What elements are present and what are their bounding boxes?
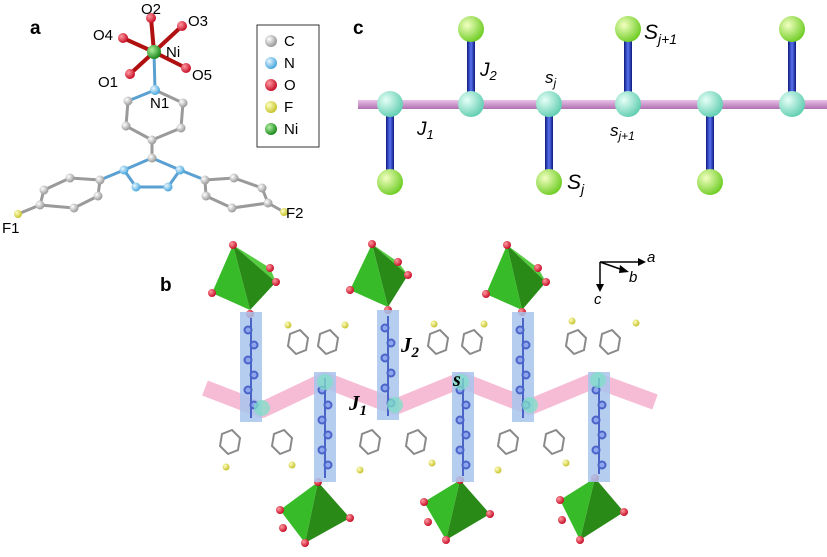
label-c-sj: sj	[545, 68, 557, 90]
label-f1: F1	[2, 220, 20, 237]
legend-label-n: N	[284, 55, 295, 72]
atom-o4	[118, 33, 128, 43]
pink-chain-band	[202, 372, 658, 418]
label-f2: F2	[286, 205, 304, 222]
label-b-s: s	[452, 369, 461, 391]
spin-S-1	[458, 16, 484, 42]
ligand-col-1	[243, 318, 259, 418]
label-c-J2: J2	[479, 60, 498, 83]
panel-a-letter: a	[30, 18, 41, 39]
atom-o3	[177, 21, 187, 31]
panel-c: c J1	[353, 16, 827, 197]
atom-f2	[280, 208, 288, 216]
octahedron-top-3	[482, 241, 550, 316]
octahedron-top-1	[208, 241, 280, 318]
ligand-col-4	[317, 378, 333, 478]
label-c-Sj: Sj	[567, 171, 585, 197]
small-spins	[377, 91, 805, 117]
stick-down-2	[545, 104, 553, 180]
atom-o1	[125, 69, 135, 79]
legend-swatch-c	[265, 35, 277, 47]
label-o3: O3	[188, 13, 208, 30]
octahedron-bottom-1	[276, 478, 354, 547]
label-n1: N1	[150, 95, 169, 112]
label-c-J1: J1	[416, 119, 434, 142]
large-spins	[377, 16, 805, 195]
spin-s-1	[377, 91, 403, 117]
atom-ni	[147, 45, 161, 59]
ligand-col-6	[591, 378, 607, 474]
chain-spin-sites	[254, 372, 606, 416]
stick-up-1	[467, 30, 475, 106]
label-c-Sj1: Sj+1	[644, 21, 677, 47]
label-o2: O2	[141, 1, 161, 18]
spin-s-5	[697, 91, 723, 117]
spin-chain-rod	[358, 100, 827, 109]
octahedra-top	[208, 240, 550, 318]
panel-b-letter: b	[160, 275, 172, 296]
label-b-J1: J1	[348, 391, 367, 419]
axis-c-arrow-icon	[596, 284, 604, 292]
legend-swatch-n	[265, 57, 277, 69]
panel-a: a	[2, 1, 320, 237]
legend-swatch-ni	[265, 123, 277, 135]
octahedron-top-2	[346, 240, 412, 314]
axis-a-label: a	[647, 249, 655, 266]
axis-indicator: a b c	[594, 249, 655, 308]
label-o5: O5	[192, 67, 212, 84]
legend-swatch-f	[265, 101, 277, 113]
legend-label-ni: Ni	[284, 121, 298, 138]
atom-o2	[146, 13, 156, 23]
atoms-a	[14, 13, 288, 218]
spin-S-4	[377, 169, 403, 195]
atom-legend: C N O F Ni	[256, 24, 320, 148]
spin-S-2	[615, 16, 641, 42]
axis-b-arrow-icon	[619, 265, 629, 273]
label-o1: O1	[98, 74, 118, 91]
label-o4: O4	[93, 27, 113, 44]
stick-up-3	[788, 30, 796, 106]
axis-b-label: b	[629, 269, 637, 286]
spin-s-2	[458, 91, 484, 117]
legend-label-o: O	[284, 77, 296, 94]
spin-s-6	[779, 91, 805, 117]
atom-f1	[14, 210, 22, 218]
octahedra-bottom	[276, 474, 628, 547]
atom-o5	[181, 63, 191, 73]
legend-label-f: F	[284, 99, 293, 116]
label-b-J2: J2	[400, 333, 420, 361]
axis-a-arrow-icon	[638, 258, 646, 266]
axis-b-line	[599, 261, 624, 271]
phenyl-rings	[218, 328, 622, 456]
spin-S-6	[697, 169, 723, 195]
legend-swatch-o	[265, 79, 277, 91]
axis-c-label: c	[594, 291, 602, 308]
spin-S-5	[536, 169, 562, 195]
spin-s-4	[615, 91, 641, 117]
octahedron-bottom-3	[556, 474, 628, 544]
atom-n1	[150, 85, 160, 95]
label-c-sj1: sj+1	[610, 121, 635, 143]
fluorine-atoms-b	[222, 317, 640, 474]
label-ni: Ni	[166, 44, 180, 61]
right-fluorophenyl	[203, 176, 286, 214]
left-fluorophenyl	[16, 176, 102, 216]
dimer-sticks	[386, 30, 796, 180]
stick-down-1	[386, 104, 394, 180]
panel-b: b	[160, 240, 658, 547]
octahedron-bottom-2	[420, 476, 494, 544]
panel-c-letter: c	[353, 18, 364, 39]
spin-S-3	[779, 16, 805, 42]
stick-up-2	[624, 30, 632, 106]
stick-down-3	[706, 104, 714, 180]
legend-label-c: C	[284, 33, 295, 50]
spin-s-3	[536, 91, 562, 117]
